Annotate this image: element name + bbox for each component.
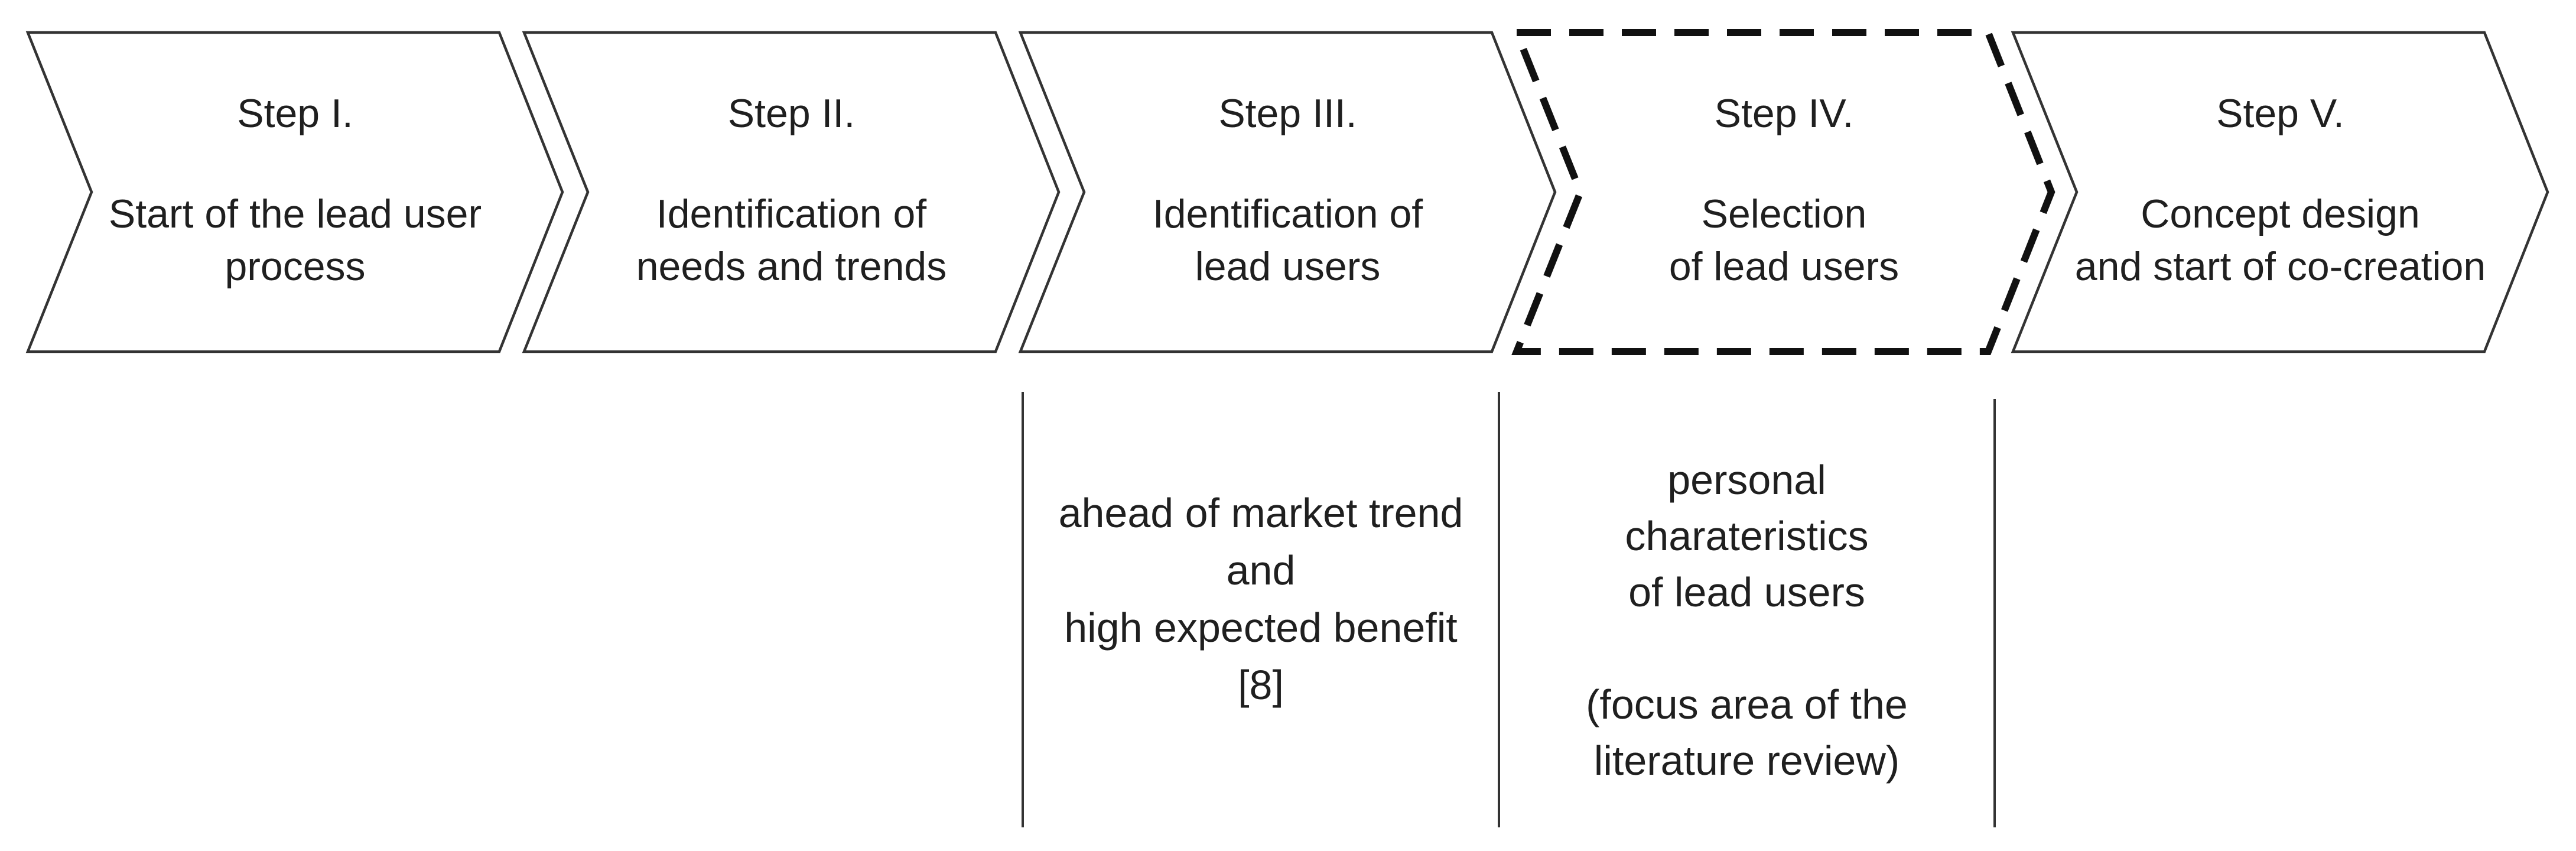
step-5-title: Step V. xyxy=(2216,91,2344,136)
step-2-body: Identification of needs and trends xyxy=(636,191,947,289)
step-2-title: Step II. xyxy=(727,91,856,136)
step-3-title: Step III. xyxy=(1218,91,1357,136)
step-1-chevron xyxy=(25,31,564,353)
step-5-body: Concept design and start of co-creation xyxy=(2074,191,2486,289)
step-3-body: Identification of lead users xyxy=(1152,191,1423,289)
annotation-lead-user-selection-focus: personal charateristics of lead users (f… xyxy=(1586,457,1908,784)
step-3-chevron xyxy=(1018,31,1557,353)
annotation-lead-user-identification-criteria: ahead of market trend and high expected … xyxy=(1058,490,1463,708)
step-4-title: Step IV. xyxy=(1714,91,1854,136)
step-1-title: Step I. xyxy=(237,91,353,136)
step-1-body: Start of the lead user process xyxy=(108,191,482,289)
step-4-body: Selection of lead users xyxy=(1668,191,1900,289)
step-2-chevron xyxy=(522,31,1061,353)
step-5-chevron xyxy=(2011,31,2549,353)
step-4-chevron-dashed xyxy=(1511,29,2055,355)
